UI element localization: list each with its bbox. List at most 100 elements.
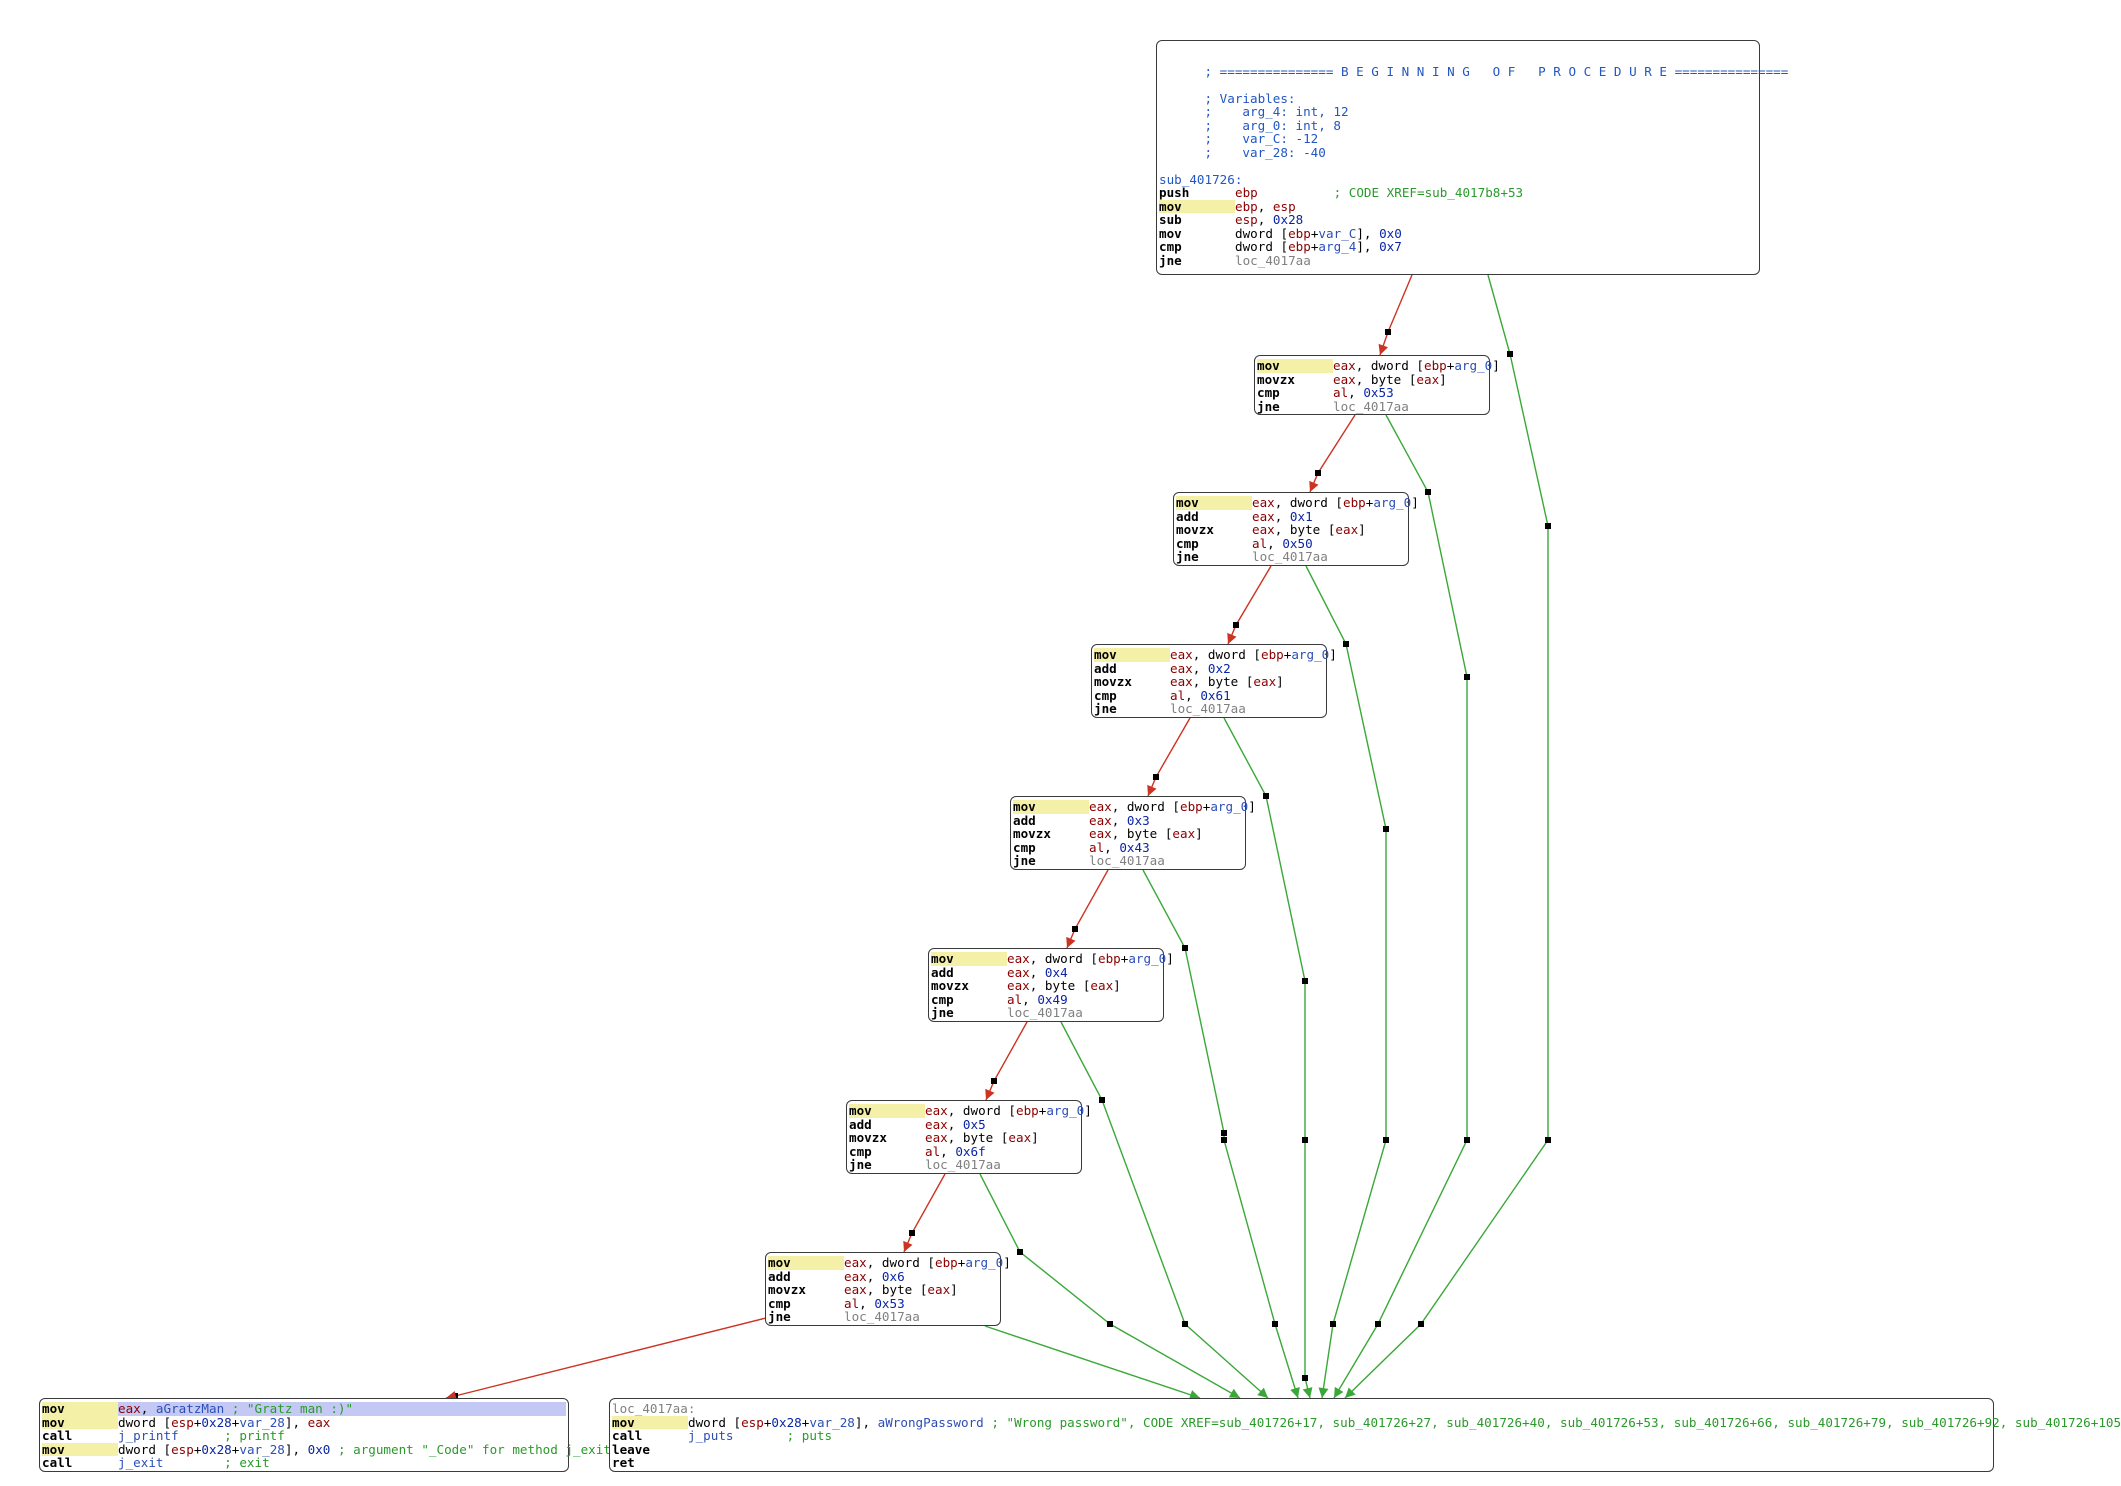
- operand-text: ]: [1003, 1255, 1011, 1270]
- false-branch-edge[interactable]: [1223, 717, 1311, 1399]
- false-branch-edge[interactable]: [1142, 869, 1299, 1399]
- mnemonic: mov: [42, 1402, 118, 1416]
- procedure-label[interactable]: sub_401726:: [1159, 172, 1757, 187]
- true-branch-edge[interactable]: [1309, 414, 1356, 493]
- mnemonic: cmp: [849, 1143, 872, 1159]
- instruction-line[interactable]: leave: [612, 1442, 1991, 1457]
- true-branch-edge[interactable]: [903, 1173, 946, 1253]
- register: eax: [1416, 371, 1440, 387]
- immediate-value: 0x0: [1379, 225, 1402, 241]
- operand-text: ,: [866, 1255, 882, 1270]
- instruction-line[interactable]: ret: [612, 1456, 1991, 1470]
- true-branch-edge[interactable]: [445, 1317, 767, 1399]
- jump-target: loc_4017aa: [844, 1309, 920, 1324]
- edge-waypoint: [1464, 674, 1470, 680]
- edge-arrowhead: [903, 1240, 913, 1252]
- true-branch-edge[interactable]: [1227, 565, 1272, 645]
- false-branch-edge[interactable]: [1344, 274, 1549, 1399]
- register: eax: [1170, 674, 1193, 689]
- operand-text: +: [1283, 647, 1292, 662]
- true-branch-edge[interactable]: [985, 1021, 1028, 1101]
- operand-text: +: [1310, 225, 1319, 241]
- block-label[interactable]: loc_4017aa:: [612, 1402, 1991, 1416]
- symbol-ref: arg_0: [1291, 647, 1330, 662]
- immediate-value: 0x49: [1037, 991, 1068, 1007]
- mnemonic: push: [1159, 185, 1190, 200]
- operand-text: ,: [140, 1401, 156, 1416]
- edge-waypoint: [1464, 1137, 1470, 1143]
- entry-block[interactable]: ; =============== B E G I N N I N G O F …: [1156, 40, 1788, 275]
- false-branch-edge[interactable]: [979, 1173, 1241, 1399]
- false-branch-edge[interactable]: [984, 1325, 1201, 1399]
- false-branch-edge[interactable]: [1060, 1021, 1269, 1399]
- operand-text: ,: [1355, 371, 1371, 387]
- true-branch-edge[interactable]: [1379, 274, 1413, 356]
- symbol-ref: j_printf: [118, 1428, 179, 1443]
- true-branch-edge[interactable]: [1147, 717, 1191, 797]
- operand-text: ,: [947, 1130, 963, 1145]
- true-branch-edge[interactable]: [1066, 869, 1109, 949]
- mnemonic: cmp: [1094, 687, 1117, 703]
- false-branch-edge[interactable]: [1305, 565, 1387, 1399]
- operand-text: dword [: [1289, 495, 1343, 510]
- false-branch-edge[interactable]: [1333, 414, 1468, 1399]
